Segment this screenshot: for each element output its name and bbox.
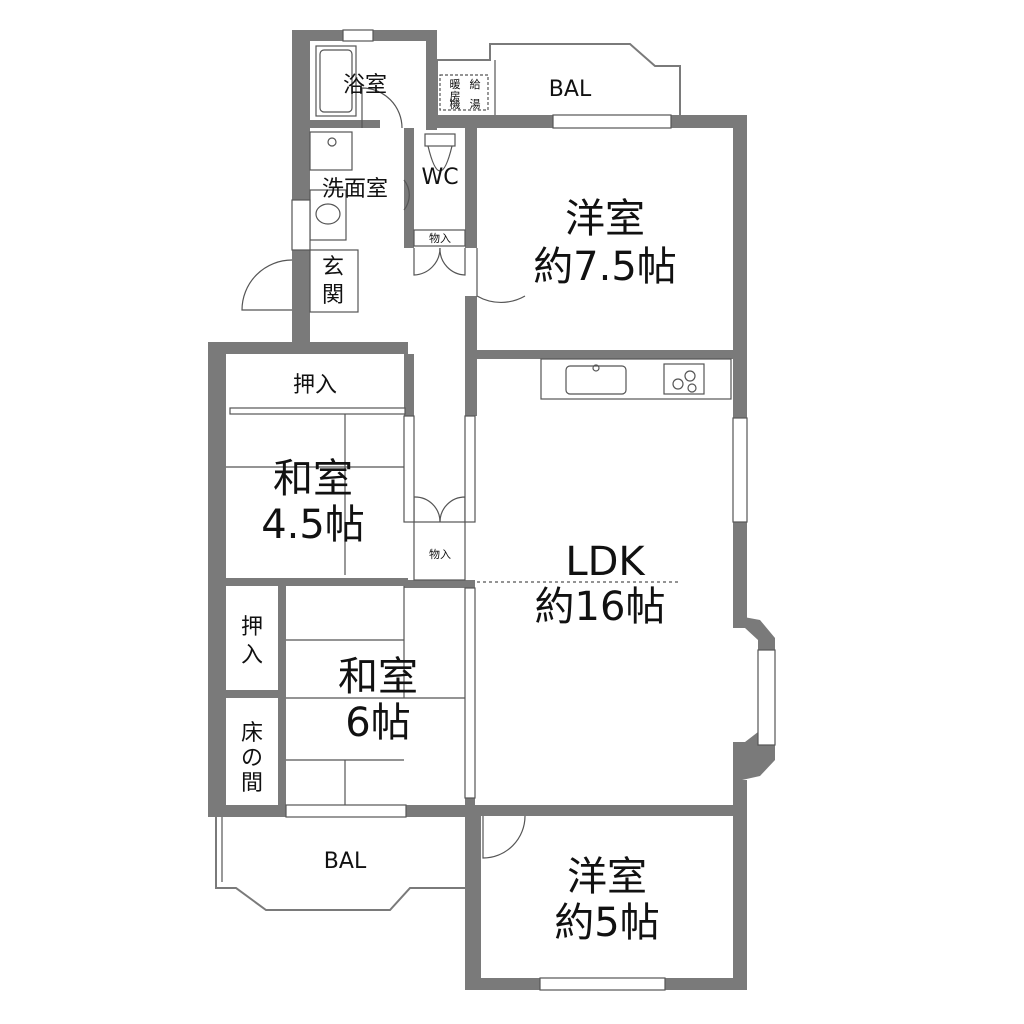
heater-label-5: 湯	[470, 98, 481, 111]
storage-mid-label: 物入	[429, 547, 451, 561]
doors	[241, 87, 526, 859]
closet-top-label: 押入	[293, 373, 337, 398]
washroom-label: 洗面室	[322, 177, 388, 202]
windows	[229, 29, 776, 991]
heater-label-2: 給	[470, 77, 481, 91]
japanese-small-name: 和室	[273, 456, 353, 502]
closet-left-label-1: 押	[241, 615, 263, 640]
wc-label: WC	[421, 165, 458, 190]
japanese-large-size: 6帖	[345, 700, 410, 746]
japanese-large-name: 和室	[338, 654, 418, 700]
entrance-label-2: 関	[322, 283, 344, 308]
room-labels: 浴室 洗面室 WC 玄 関 物入 物入 洋室 約7.5帖 LDK 約16帖 押入…	[241, 73, 677, 946]
balcony-top-label: BAL	[549, 77, 592, 102]
western-small-size: 約5帖	[554, 900, 659, 946]
tokonoma-label-3: 間	[241, 771, 263, 796]
tokonoma-label-1: 床	[241, 721, 263, 746]
heater-label-4: 機	[450, 97, 461, 111]
closet-left-label-2: 入	[241, 643, 263, 668]
western-small-name: 洋室	[567, 854, 647, 900]
western-large-name: 洋室	[565, 196, 645, 242]
ldk-size: 約16帖	[535, 584, 666, 630]
heater-label-3: 房	[450, 90, 461, 103]
entrance-label-1: 玄	[322, 255, 344, 280]
japanese-small-size: 4.5帖	[261, 502, 365, 548]
interior-lines	[215, 43, 732, 911]
ldk-name: LDK	[565, 539, 646, 585]
storage-top-label: 物入	[429, 231, 451, 245]
western-large-size: 約7.5帖	[533, 244, 677, 290]
bath-label: 浴室	[343, 73, 387, 98]
tokonoma-label-2: の	[241, 746, 263, 771]
heater-label-1: 暖	[450, 78, 461, 91]
balcony-bottom-label: BAL	[324, 849, 367, 874]
